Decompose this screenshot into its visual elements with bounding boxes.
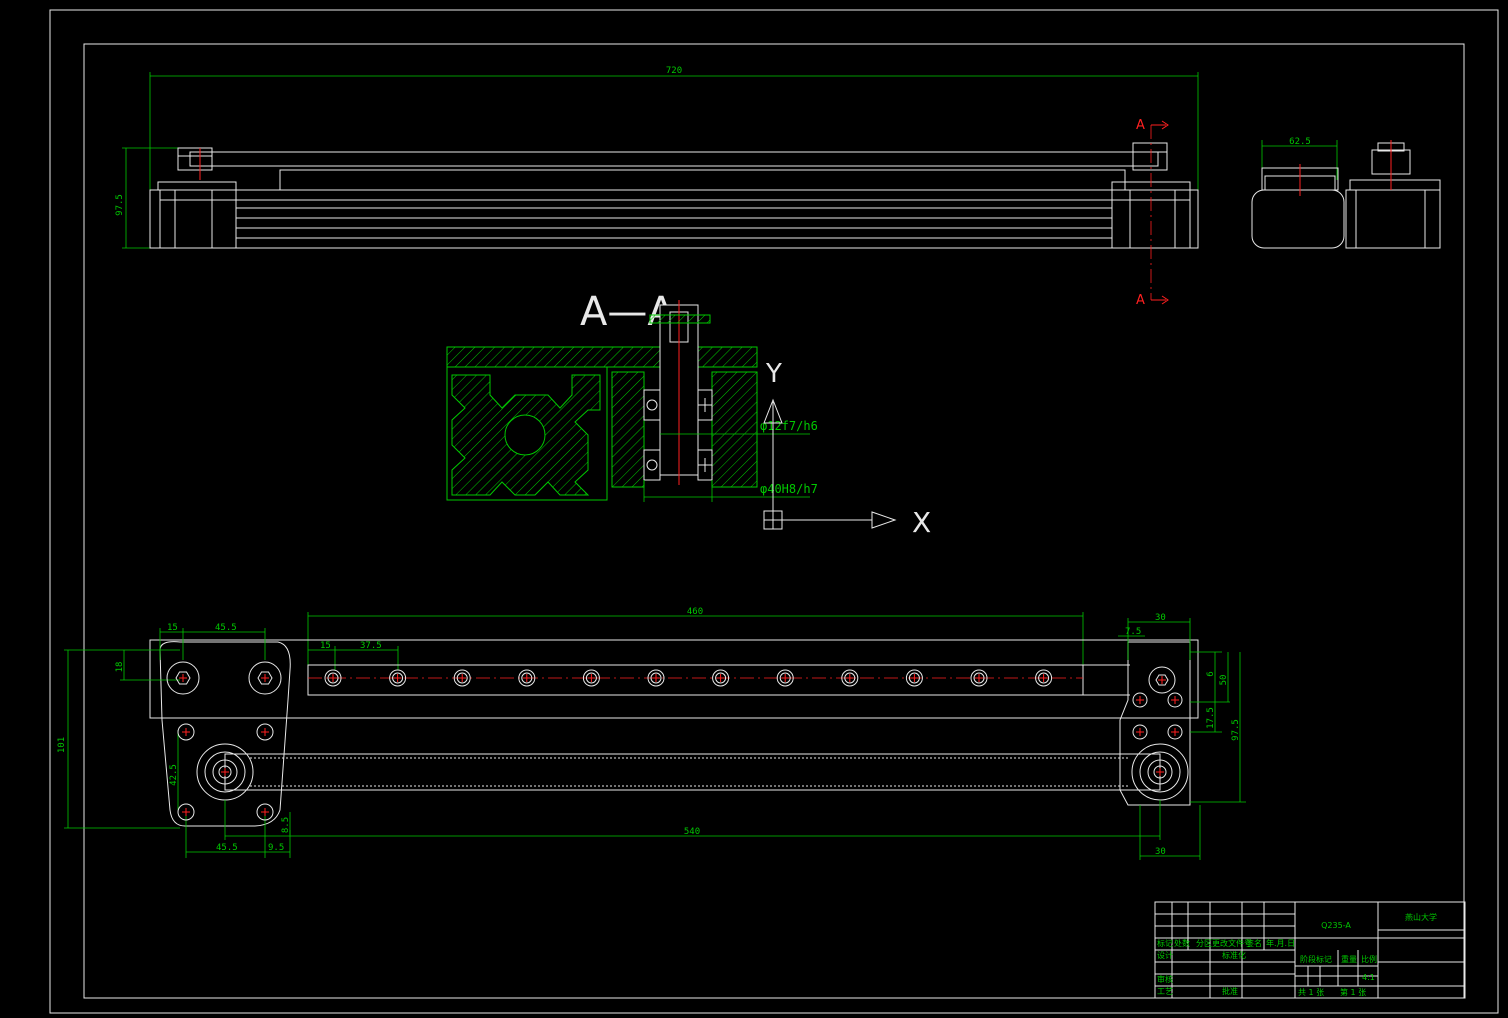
centre-mark: [845, 674, 854, 682]
centre-mark: [182, 728, 190, 736]
left-mounting-plate: [159, 641, 291, 827]
rail-hole: [841, 669, 859, 687]
centre-mark: [587, 674, 596, 682]
section-mark-bottom: A: [1136, 293, 1145, 308]
section-mark-top: A: [1136, 118, 1145, 133]
dim-right-top-30: 30: [1155, 613, 1166, 623]
centre-mark: [781, 674, 790, 682]
tb-col-sign: 签名: [1246, 938, 1262, 948]
centre-mark: [975, 674, 983, 682]
rail-hole: [776, 669, 794, 687]
tb-company: 燕山大学: [1405, 912, 1437, 922]
dim-right-7-5: 7.5: [1125, 627, 1141, 637]
tb-sheet-no: 第 1 张: [1340, 987, 1366, 997]
side-view: 62.5: [1251, 137, 1441, 249]
dim-belt-center: 540: [684, 827, 700, 837]
dim-right-97-5: 97.5: [1231, 719, 1241, 741]
rail-hole: [905, 669, 923, 687]
tb-standardize: 标准化: [1222, 950, 1246, 960]
dim-plate-45-5: 45.5: [215, 623, 237, 633]
rail-hole: [1035, 669, 1053, 687]
rail-hole: [518, 669, 536, 687]
dim-side-width: 62.5: [1289, 137, 1311, 147]
tb-review: 审核: [1157, 974, 1173, 984]
section-label: A—A: [580, 289, 675, 335]
tb-scale: 4:1: [1362, 973, 1375, 982]
centre-mark: [910, 674, 919, 682]
timing-belt: [224, 753, 1161, 791]
tb-stage-mark: 阶段标记: [1300, 954, 1332, 964]
front-view: 720 97.5: [115, 66, 1199, 308]
centre-mark: [1136, 696, 1144, 704]
right-mounting-plate: [1119, 641, 1191, 806]
centre-mark: [329, 674, 337, 682]
centre-mark: [1136, 728, 1144, 736]
tb-material: Q235-A: [1321, 921, 1351, 930]
fit-shaft: φ12f7/h6: [760, 419, 818, 433]
centre-mark: [393, 674, 402, 682]
dim-offset-15: 15: [320, 641, 331, 651]
rail-hole: [712, 669, 730, 687]
tb-col-count: 处数: [1174, 938, 1190, 948]
tb-design: 设计: [1157, 950, 1173, 960]
dim-right-50: 50: [1219, 675, 1229, 686]
centre-mark: [652, 674, 660, 682]
axis-y-label: Y: [765, 359, 782, 389]
dim-right-bottom-30: 30: [1155, 847, 1166, 857]
centre-mark: [1171, 728, 1179, 736]
tb-approve: 批准: [1222, 986, 1238, 996]
tb-sheets: 共 1 张: [1298, 988, 1324, 997]
dim-left-18: 18: [115, 662, 125, 673]
dim-left-9-5: 9.5: [268, 843, 284, 853]
plan-view: 460 15 37.5 15 45.5 101 18 42.5 8.5: [57, 607, 1246, 860]
tb-weight: 重量: [1341, 954, 1357, 964]
centre-mark: [716, 674, 725, 682]
dim-pitch: 37.5: [360, 641, 382, 651]
dim-rail-length: 460: [687, 607, 703, 617]
dim-overall-length: 720: [666, 66, 682, 76]
fit-bearing: φ40H8/h7: [760, 482, 818, 496]
section-a-a-view: A—A φ12f7/h6 φ40H8/h7: [446, 289, 931, 539]
dim-right-6: 6: [1206, 671, 1216, 676]
tb-col-zone: 分区: [1196, 939, 1212, 948]
rail-hole: [647, 669, 665, 687]
tb-scale-label: 比例: [1361, 954, 1377, 964]
dim-left-42-5: 42.5: [169, 764, 179, 786]
rail-hole: [453, 669, 471, 687]
tb-process: 工艺: [1157, 987, 1173, 996]
centre-mark: [1171, 696, 1179, 704]
dim-right-17-5: 17.5: [1206, 707, 1216, 729]
centre-mark: [261, 674, 269, 682]
centre-mark: [179, 674, 187, 682]
dim-height-front: 97.5: [115, 194, 125, 216]
axis-x-label: X: [912, 506, 931, 539]
title-block: Q235-A 燕山大学 标记 处数 分区 更改文件号 签名 年.月.日 设计 标…: [1154, 901, 1466, 999]
rail-hole: [970, 669, 988, 687]
centre-mark: [182, 808, 190, 816]
tb-col-mark: 标记: [1157, 938, 1173, 948]
centre-mark: [221, 768, 229, 776]
dim-left-15: 15: [167, 623, 178, 633]
rail-hole: [389, 669, 407, 687]
centre-mark: [261, 808, 269, 816]
drawing-frame: [83, 43, 1465, 999]
rail-hole-row: [324, 669, 1053, 687]
centre-mark: [458, 674, 467, 682]
tb-col-change: 更改文件号: [1212, 938, 1252, 948]
tb-col-date: 年.月.日: [1266, 938, 1295, 948]
rail-hole: [324, 669, 342, 687]
centre-mark: [1039, 674, 1048, 682]
centre-mark: [1158, 676, 1166, 684]
dim-left-8-5: 8.5: [281, 817, 291, 833]
centre-mark: [522, 674, 531, 682]
centre-mark: [261, 728, 269, 736]
centre-marks: [179, 674, 1179, 816]
outer-sheet-border: [49, 9, 1499, 1014]
rail-hole: [582, 669, 600, 687]
centre-mark: [1156, 768, 1164, 776]
dim-left-45-5-bottom: 45.5: [216, 843, 238, 853]
dim-left-height: 101: [57, 737, 67, 753]
